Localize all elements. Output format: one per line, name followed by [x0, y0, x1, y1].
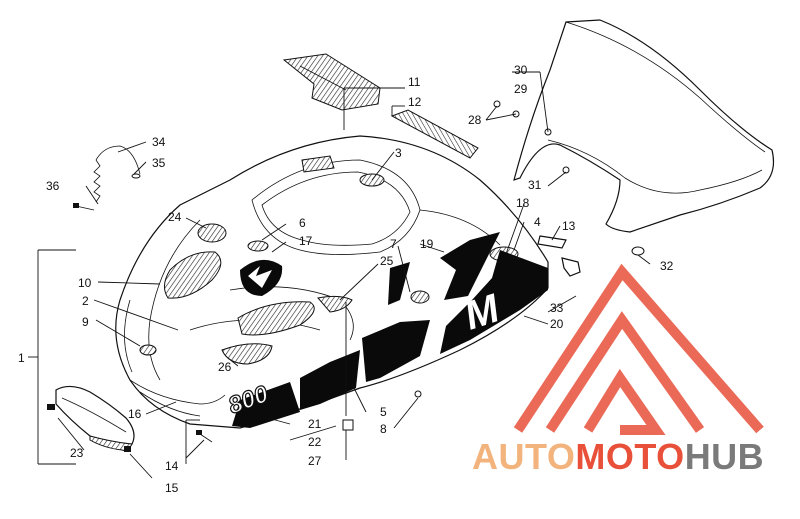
hood-vents [139, 155, 519, 365]
side-decals [232, 232, 548, 428]
brand-part-moto: MOTO [575, 436, 685, 477]
callout-3: 3 [395, 146, 402, 160]
callout-2: 2 [82, 294, 89, 308]
callout-17: 17 [299, 234, 313, 248]
callout-6: 6 [299, 216, 306, 230]
callout-24: 24 [168, 210, 182, 224]
logo-triangle-icon [513, 263, 764, 434]
callout-22: 22 [308, 435, 322, 449]
callout-14: 14 [165, 459, 179, 473]
watermark-logo [513, 263, 764, 435]
callout-7: 7 [390, 237, 397, 251]
callout-27: 27 [308, 454, 322, 468]
callout-18: 18 [516, 196, 530, 210]
callout-33: 33 [550, 301, 564, 315]
callout-19: 19 [420, 237, 434, 251]
callout-32: 32 [660, 259, 674, 273]
callout-9: 9 [82, 315, 89, 329]
bumper [47, 385, 135, 452]
callout-4: 4 [534, 215, 541, 229]
logo-g-mark-icon [583, 368, 666, 435]
callout-16: 16 [128, 407, 142, 421]
callout-21: 21 [308, 417, 322, 431]
callout-31: 31 [528, 178, 542, 192]
callout-labels: 1 2 3 4 5 6 7 8 9 10 11 12 13 14 15 16 1… [18, 63, 674, 495]
callout-8: 8 [380, 422, 387, 436]
callout-11: 11 [408, 75, 421, 89]
callout-29: 29 [514, 82, 528, 96]
brand-part-hub: HUB [684, 436, 765, 477]
callout-15: 15 [165, 481, 179, 495]
callout-10: 10 [78, 276, 92, 290]
callout-26: 26 [218, 360, 232, 374]
callout-13: 13 [562, 219, 576, 233]
callout-35: 35 [152, 156, 166, 170]
callout-28: 28 [468, 113, 482, 127]
leader-lines [28, 71, 651, 479]
hardware [73, 100, 645, 443]
vent-screen-11 [282, 53, 381, 111]
watermark-brand-text: AUTOMOTOHUB [472, 436, 798, 478]
vent-screen-12 [390, 109, 479, 159]
windshield [513, 19, 775, 233]
callout-36: 36 [46, 179, 60, 193]
callout-23: 23 [70, 446, 84, 460]
callout-1: 1 [18, 351, 25, 365]
callout-12: 12 [408, 95, 422, 109]
brand-part-auto: AUTO [472, 436, 576, 477]
hood-body [115, 135, 549, 429]
logo-inner-triangle-icon [545, 311, 705, 433]
callout-30: 30 [514, 63, 528, 77]
callout-20: 20 [550, 317, 564, 331]
callout-25: 25 [380, 254, 394, 268]
callout-5: 5 [380, 405, 387, 419]
callout-34: 34 [152, 135, 166, 149]
